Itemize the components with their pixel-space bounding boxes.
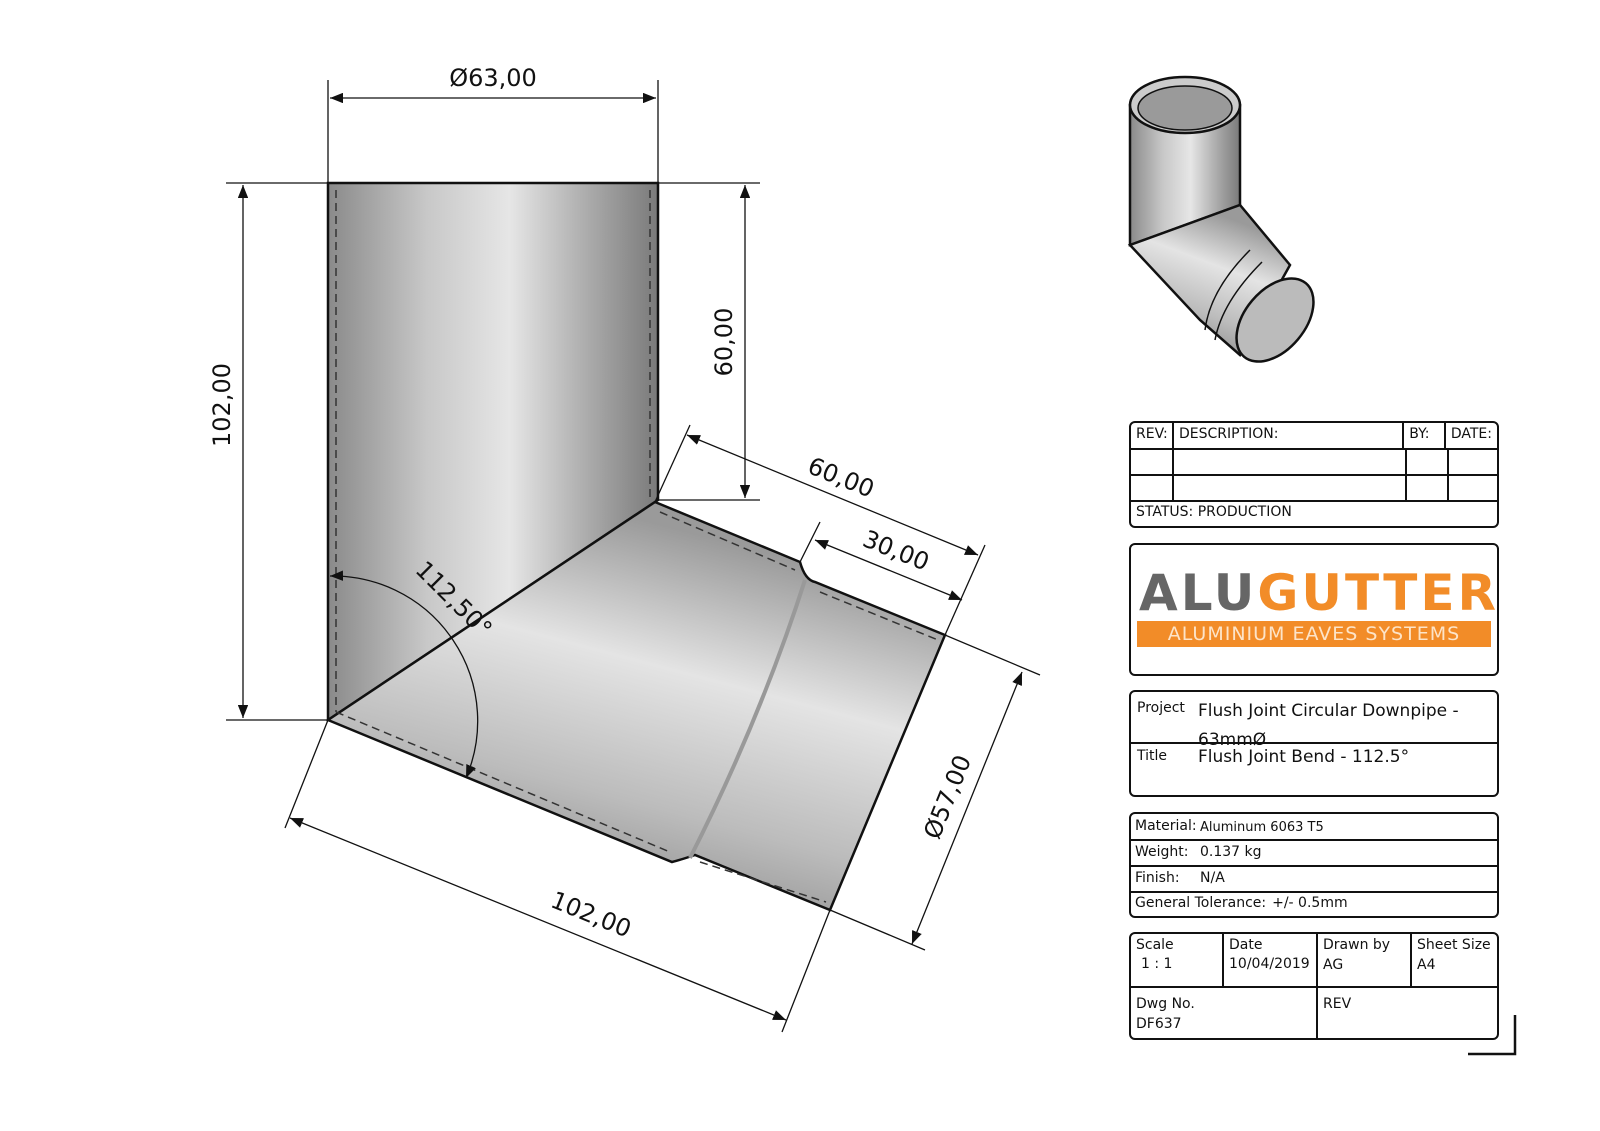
specs-table: Material:Aluminum 6063 T5 Weight: 0.137 k… xyxy=(1129,812,1499,918)
dim-socket-length: 60,00 xyxy=(710,308,738,377)
status-text: STATUS: PRODUCTION xyxy=(1136,504,1292,520)
logo-box: ALUGUTTER ALUMINIUM EAVES SYSTEMS xyxy=(1129,543,1499,676)
dwg-number-value: DF637 xyxy=(1136,1016,1182,1032)
material-value: Aluminum 6063 T5 xyxy=(1200,820,1324,835)
tolerance-value: +/- 0.5mm xyxy=(1272,895,1348,911)
rev-label: REV xyxy=(1323,996,1352,1012)
date-label: Date xyxy=(1229,937,1263,953)
dim-end-diameter: Ø57,00 xyxy=(918,751,977,843)
isometric-view xyxy=(1127,75,1315,363)
project-box: Project Flush Joint Circular Downpipe - … xyxy=(1129,690,1499,797)
project-value: Flush Joint Circular Downpipe - 63mmØ xyxy=(1198,701,1459,750)
finish-label: Finish: xyxy=(1135,870,1180,886)
tolerance-label: General Tolerance: xyxy=(1135,895,1267,911)
scale-value: 1 : 1 xyxy=(1141,956,1173,972)
material-label: Material: xyxy=(1135,818,1197,834)
dimension-lines xyxy=(226,80,1041,1033)
weight-value: 0.137 kg xyxy=(1200,844,1262,860)
pipe-body xyxy=(325,181,947,912)
date-header: DATE: xyxy=(1450,426,1492,442)
dim-bottom-length: 102,00 xyxy=(547,886,635,943)
drawn-by-label: Drawn by xyxy=(1323,937,1391,953)
logo-tagline: ALUMINIUM EAVES SYSTEMS xyxy=(1137,621,1491,647)
finish-value: N/A xyxy=(1200,870,1225,886)
dim-left-height: 102,00 xyxy=(208,363,236,447)
project-label: Project xyxy=(1137,700,1185,716)
dim-top-diameter: Ø63,00 xyxy=(449,64,537,92)
revision-table: REV: DESCRIPTION: BY: DATE: STATUS: PROD… xyxy=(1129,421,1499,528)
rev-header: REV: xyxy=(1131,423,1174,448)
sheet-size-label: Sheet Size xyxy=(1417,937,1491,953)
title-value: Flush Joint Bend - 112.5° xyxy=(1198,747,1410,767)
weight-label: Weight: xyxy=(1135,844,1189,860)
date-value: 10/04/2019 xyxy=(1229,956,1310,972)
info-table: Scale 1 : 1 Date 10/04/2019 Drawn by AG She… xyxy=(1129,932,1499,1040)
description-header: DESCRIPTION: xyxy=(1174,423,1405,448)
scale-label: Scale xyxy=(1136,937,1174,953)
sheet-corner-mark xyxy=(1468,1015,1517,1056)
dwg-number-label: Dwg No. xyxy=(1136,996,1195,1012)
company-logo: ALUGUTTER xyxy=(1139,564,1500,622)
title-label: Title xyxy=(1137,748,1168,764)
sheet-size-value: A4 xyxy=(1417,957,1436,973)
by-header: BY: xyxy=(1404,423,1446,448)
dim-spigot-length: 60,00 xyxy=(804,452,878,504)
drawn-by-value: AG xyxy=(1323,957,1344,973)
